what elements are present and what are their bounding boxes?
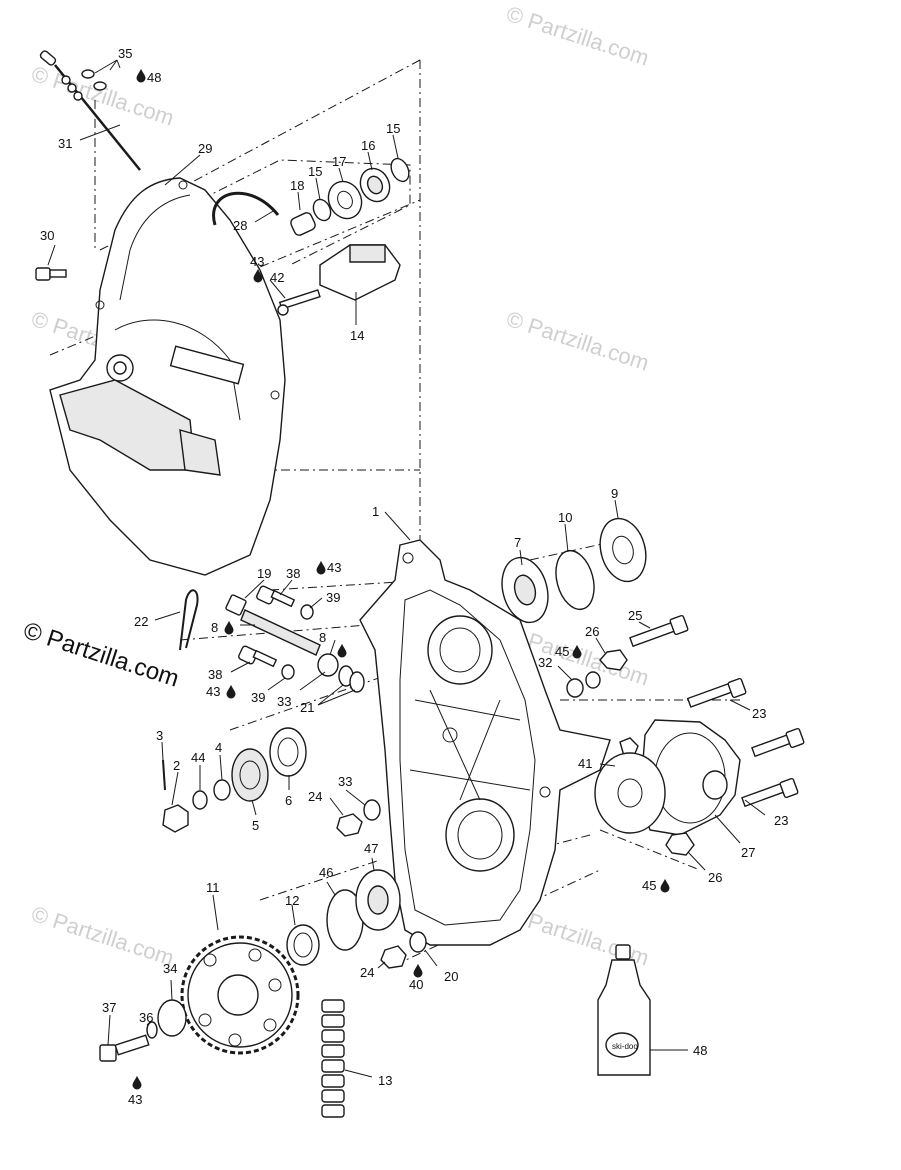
- callout-36: 36: [139, 1010, 153, 1025]
- callout-5: 5: [252, 818, 259, 833]
- callout-45: 45: [555, 644, 569, 659]
- callout-45: 45: [642, 878, 656, 893]
- callout-42: 42: [270, 270, 284, 285]
- sprocket-11: [180, 935, 300, 1055]
- callout-11: 11: [206, 880, 220, 895]
- callout-32: 32: [538, 655, 552, 670]
- callout-46: 46: [319, 865, 333, 880]
- callout-19: 19: [257, 566, 271, 581]
- callout-8: 8: [319, 630, 326, 645]
- chaincase-cover: [49, 177, 286, 576]
- watermark-6: © Partzilla.com: [28, 901, 177, 971]
- callout-23: 23: [752, 706, 766, 721]
- center-fasteners: [336, 799, 427, 969]
- callout-20: 20: [444, 969, 458, 984]
- bearing-group-right: [501, 517, 647, 624]
- upper-bearing-group: [290, 157, 410, 236]
- callout-1: 1: [372, 504, 379, 519]
- oil-drop-icon: [224, 620, 234, 635]
- chain-13: [321, 999, 345, 1118]
- oil-drop-icons: [132, 68, 670, 1090]
- callout-3: 3: [156, 728, 163, 743]
- callout-23: 23: [774, 813, 788, 828]
- callout-28: 28: [233, 218, 247, 233]
- callout-15: 15: [386, 121, 400, 136]
- cover-plate: [594, 677, 805, 856]
- chaincase-housing: [359, 539, 611, 946]
- callout-26: 26: [708, 870, 722, 885]
- drive-gear-group: [162, 727, 307, 833]
- bolt-30: [35, 267, 67, 281]
- bearing-group-lower: [99, 869, 401, 1062]
- callout-41: 41: [578, 756, 592, 771]
- callout-30: 30: [40, 228, 54, 243]
- callout-29: 29: [198, 141, 212, 156]
- seal-28: [212, 191, 280, 226]
- cotter-pin-22: [179, 589, 199, 651]
- callout-10: 10: [558, 510, 572, 525]
- callout-2: 2: [173, 758, 180, 773]
- callout-4: 4: [215, 740, 222, 755]
- bottle-label: ski-doo: [612, 1042, 638, 1051]
- callout-31: 31: [58, 136, 72, 151]
- oil-drop-icon: [337, 643, 347, 658]
- callout-8: 8: [211, 620, 218, 635]
- oil-drop-icon: [226, 684, 236, 699]
- callout-38: 38: [286, 566, 300, 581]
- callout-9: 9: [611, 486, 618, 501]
- callout-40: 40: [409, 977, 423, 992]
- callout-47: 47: [364, 841, 378, 856]
- callout-34: 34: [163, 961, 177, 976]
- callout-25: 25: [628, 608, 642, 623]
- callout-16: 16: [361, 138, 375, 153]
- callout-12: 12: [285, 893, 299, 908]
- tensioner-bracket: [277, 244, 401, 316]
- callout-33: 33: [338, 774, 352, 789]
- oil-drop-icon: [572, 644, 582, 659]
- callout-24: 24: [360, 965, 374, 980]
- oil-drop-icon: [132, 1075, 142, 1090]
- callout-18: 18: [290, 178, 304, 193]
- callout-43: 43: [327, 560, 341, 575]
- callout-17: 17: [332, 154, 346, 169]
- brand-watermark: © Partzilla.com: [20, 617, 182, 693]
- callout-7: 7: [514, 535, 521, 550]
- callout-44: 44: [191, 750, 205, 765]
- callout-43: 43: [250, 254, 264, 269]
- watermark-2: © Partzilla.com: [503, 1, 652, 71]
- callout-38: 38: [208, 667, 222, 682]
- callout-48: 48: [693, 1043, 707, 1058]
- callout-22: 22: [134, 614, 148, 629]
- watermark-4: © Partzilla.com: [503, 306, 652, 376]
- callout-labels: 35 48 31 29 30 28 18 15 17 16 15 43 42 1…: [40, 46, 788, 1107]
- callout-48: 48: [147, 70, 161, 85]
- oil-drop-icon: [253, 268, 263, 283]
- callout-27: 27: [741, 845, 755, 860]
- callout-43: 43: [206, 684, 220, 699]
- oil-drop-icon: [413, 963, 423, 978]
- tensioner-screws: [225, 585, 365, 693]
- callout-13: 13: [378, 1073, 392, 1088]
- callout-6: 6: [285, 793, 292, 808]
- oil-drop-icon: [316, 560, 326, 575]
- fasteners-right: [566, 614, 689, 698]
- dipstick: [39, 50, 141, 171]
- callout-21: 21: [300, 700, 314, 715]
- callout-39: 39: [251, 690, 265, 705]
- oil-drop-icon: [136, 68, 146, 83]
- callout-15: 15: [308, 164, 322, 179]
- callout-35: 35: [118, 46, 132, 61]
- callout-26: 26: [585, 624, 599, 639]
- oil-bottle-48: ski-doo: [597, 944, 651, 1076]
- oil-drop-icon: [660, 878, 670, 893]
- callout-37: 37: [102, 1000, 116, 1015]
- callout-43: 43: [128, 1092, 142, 1107]
- callout-14: 14: [350, 328, 364, 343]
- callout-39: 39: [326, 590, 340, 605]
- callout-24: 24: [308, 789, 322, 804]
- callout-33: 33: [277, 694, 291, 709]
- leader-lines: [47, 59, 766, 1078]
